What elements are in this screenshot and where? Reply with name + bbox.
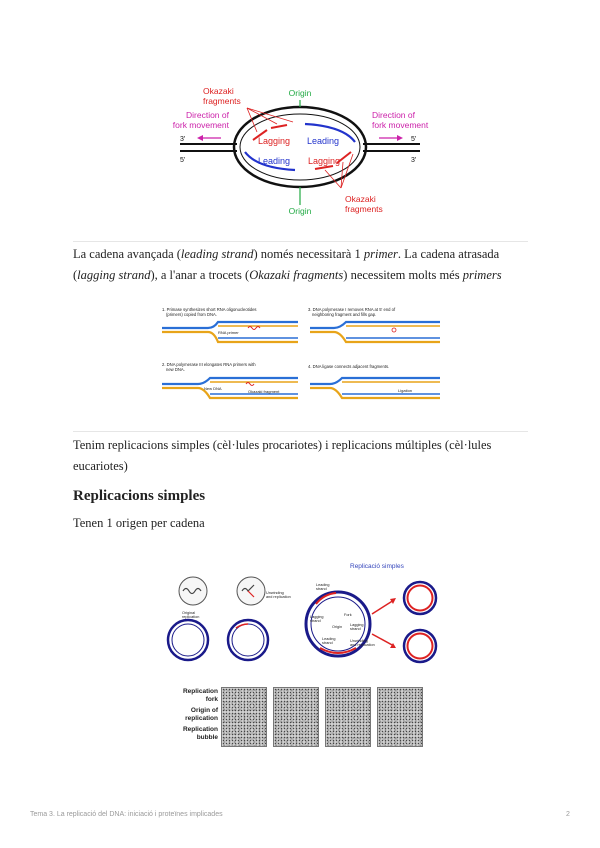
end-5-bottom-left: 5' (180, 157, 185, 164)
end-3-bottom-right: 3' (411, 157, 416, 164)
replication-bubble-diagram: Origin Origin Okazaki fragments Okazaki … (165, 80, 435, 220)
divider (73, 431, 528, 432)
text-run: La cadena avançada ( (73, 247, 181, 261)
paragraph-replication-types: Tenim replicacions simples (cèl·lules pr… (73, 435, 528, 477)
micrograph-1 (221, 687, 267, 747)
micro-label-origin-2: replication (160, 715, 218, 723)
panel2-label-new-dna: New DNA (204, 386, 222, 391)
paragraph-leading-lagging: La cadena avançada (leading strand) nomé… (73, 244, 528, 286)
panel1-caption-2: (primers) copied from DNA. (166, 312, 217, 317)
direction-label-right-2: fork movement (372, 120, 429, 130)
leading-label-bottom: Leading (258, 156, 290, 166)
label-origin: Origin (332, 625, 342, 629)
panel1-label: RNA primer (218, 330, 239, 335)
micro-label-bubble-1: Replication (160, 726, 218, 734)
micro-label-bubble-2: bubble (160, 734, 218, 742)
panel3-caption-2: neighboring fragment and fills gap. (312, 312, 376, 317)
term-lagging-strand: lagging strand (77, 268, 150, 282)
label-lagging-right-2: strand (350, 627, 361, 631)
panel4-label: Ligation (398, 388, 412, 393)
panel2-caption-2: new DNA. (166, 367, 185, 372)
micro-label-origin-1: Origin of (160, 707, 218, 715)
lagging-label-bottom: Lagging (308, 156, 340, 166)
label-lagging-2: strand (310, 619, 321, 623)
leading-label-top: Leading (307, 136, 339, 146)
okazaki-label-top-2: fragments (203, 96, 241, 106)
lagging-label-top: Lagging (258, 136, 290, 146)
text-run: ), a l'anar a trocets ( (150, 268, 249, 282)
micrograph-labels: Replication fork Origin of replication R… (160, 688, 218, 742)
term-primers: primers (463, 268, 502, 282)
origin-label-top: Origin (289, 88, 312, 98)
label-leading-bottom-2: strand (322, 641, 333, 645)
term-primer: primer (364, 247, 398, 261)
panel4-caption-1: 4. DNA ligase connects adjacent fragment… (308, 364, 389, 369)
origin-label-bottom: Origin (289, 206, 312, 216)
end-3-top-left: 3' (180, 136, 185, 143)
micrograph-3 (325, 687, 371, 747)
label-leading-2: strand (316, 587, 327, 591)
term-okazaki-fragments: Okazaki fragments (249, 268, 343, 282)
section-heading: Replicacions simples (73, 488, 205, 505)
lagging-strand-steps-diagram: 1. Primase synthesizes short RNA oligonu… (158, 302, 448, 407)
label-unwinding-right-2: and replication (350, 643, 375, 647)
okazaki-label-bottom-1: Okazaki (345, 194, 376, 204)
okazaki-label-bottom-2: fragments (345, 204, 383, 214)
term-leading-strand: leading strand (181, 247, 254, 261)
direction-label-left-2: fork movement (173, 120, 230, 130)
footer-text: Tema 3. La replicació del DNA: iniciació… (30, 811, 223, 818)
micro-label-fork-1: Replication (160, 688, 218, 696)
label-original-2: replication (182, 615, 199, 619)
figure3-title: Replicació simples (350, 563, 405, 570)
end-5-top-right: 5' (411, 136, 416, 143)
micro-label-fork-2: fork (160, 696, 218, 704)
label-fork: Fork (344, 613, 352, 617)
page-number: 2 (566, 811, 570, 818)
micrograph-2 (273, 687, 319, 747)
text-run: ) només necessitarà 1 (253, 247, 363, 261)
simple-replication-diagram: Replicació simples Original replication … (150, 556, 450, 676)
label-unwinding-2: and replication (266, 595, 291, 599)
divider (73, 241, 528, 242)
panel2-label-okazaki: Okazaki fragment (248, 389, 280, 394)
micrograph-4 (377, 687, 423, 747)
direction-label-left-1: Direction of (186, 110, 230, 120)
okazaki-label-top-1: Okazaki (203, 86, 234, 96)
paragraph-one-origin: Tenen 1 origen per cadena (73, 513, 528, 534)
text-run: ) necessitem molts més (343, 268, 462, 282)
direction-label-right-1: Direction of (372, 110, 416, 120)
